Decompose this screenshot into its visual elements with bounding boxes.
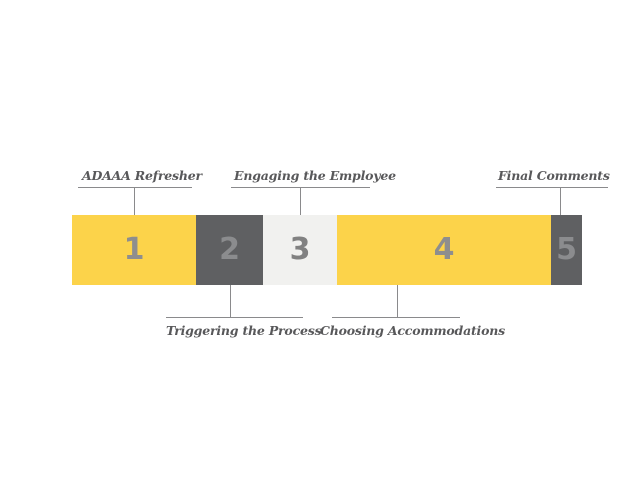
callout-stem-1: [134, 187, 135, 215]
callout-stem-5: [397, 285, 398, 317]
callout-rule-5: [332, 317, 460, 318]
step-number-1: 1: [123, 232, 145, 267]
process-step-3[interactable]: 3: [263, 215, 337, 285]
callout-stem-2: [300, 187, 301, 215]
callout-label-triggering-the-process: Triggering the Process: [166, 323, 322, 338]
step-number-2: 2: [219, 232, 240, 267]
callout-stem-3: [560, 187, 561, 215]
step-number-4: 4: [433, 232, 455, 267]
process-step-4[interactable]: 4: [337, 215, 551, 285]
callout-rule-3: [496, 187, 608, 188]
process-step-5[interactable]: 5: [551, 215, 582, 285]
callout-rule-1: [78, 187, 192, 188]
process-bar: 1 2 3 4 5: [72, 215, 582, 285]
callout-label-engaging-the-employee: Engaging the Employee: [234, 168, 396, 183]
process-step-1[interactable]: 1: [72, 215, 196, 285]
callout-label-adaaa-refresher: ADAAA Refresher: [82, 168, 202, 183]
callout-label-final-comments: Final Comments: [498, 168, 610, 183]
step-number-3: 3: [289, 232, 311, 267]
process-step-2[interactable]: 2: [196, 215, 263, 285]
callout-rule-4: [166, 317, 303, 318]
callout-stem-4: [230, 285, 231, 317]
step-number-5: 5: [556, 232, 577, 267]
callout-label-choosing-accommodations: Choosing Accommodations: [320, 323, 505, 338]
